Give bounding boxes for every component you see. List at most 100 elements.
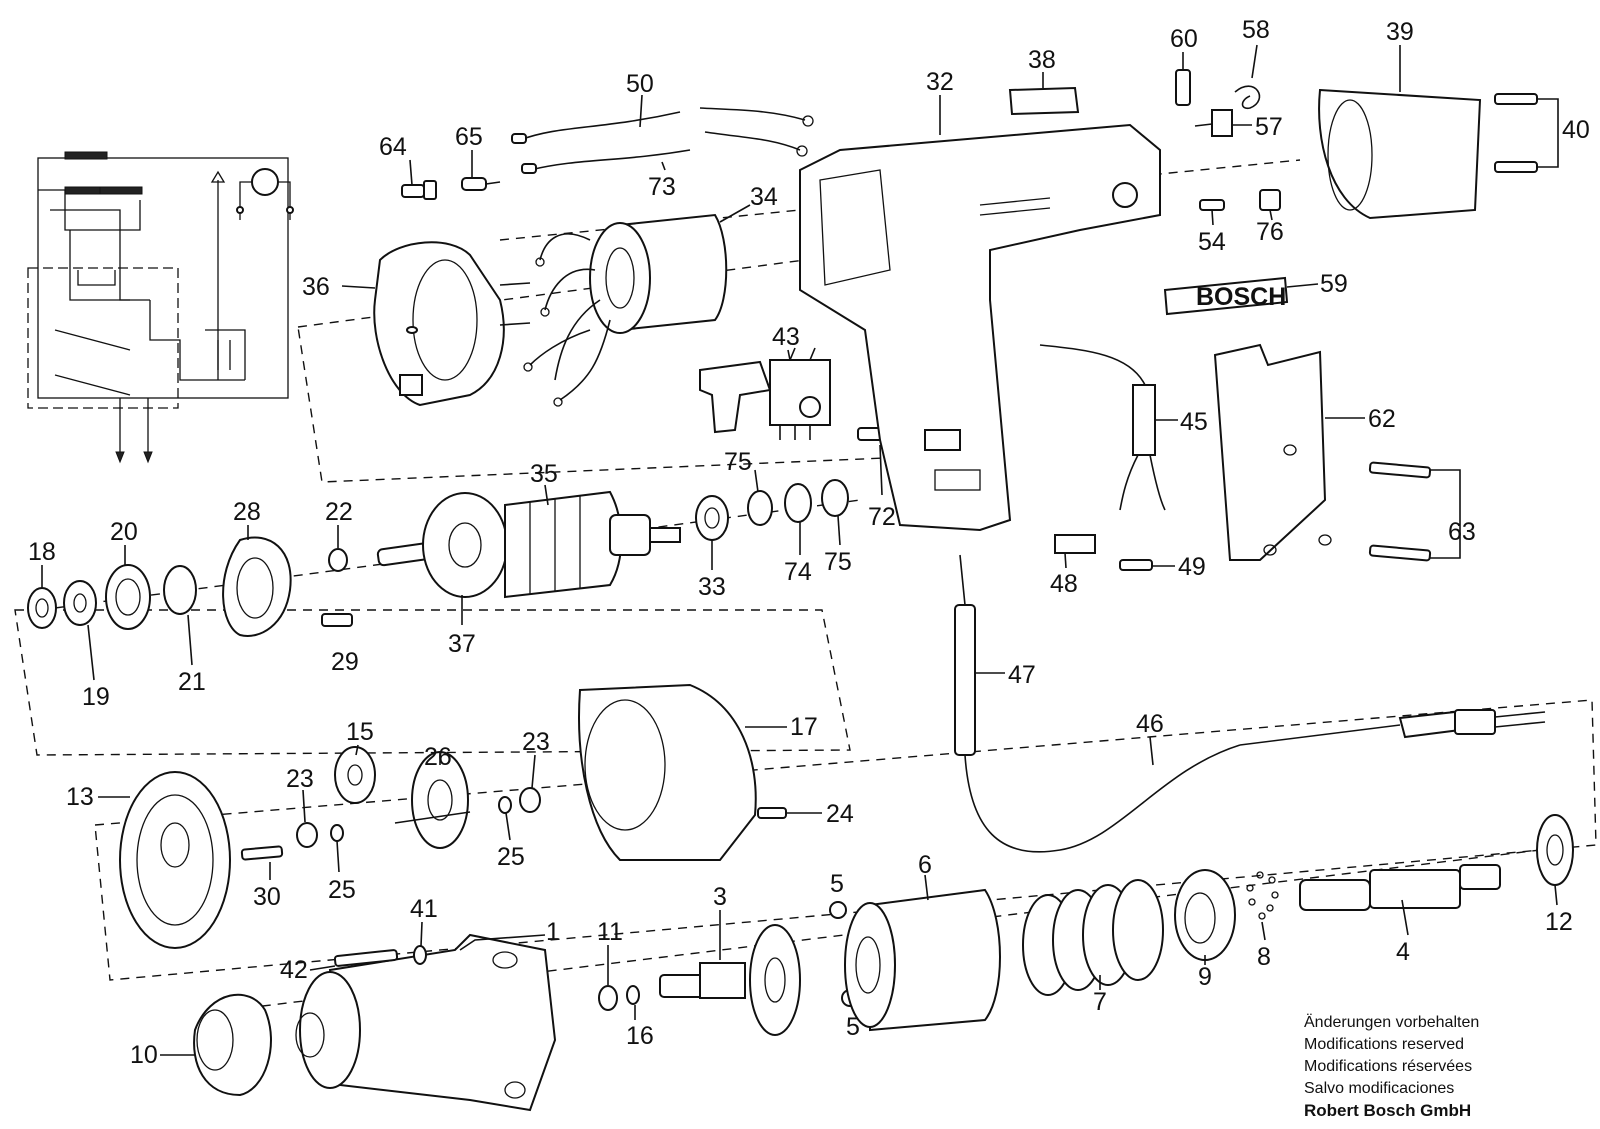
part-number-54: 54 — [1198, 228, 1226, 256]
part-number-33: 33 — [698, 573, 726, 601]
part-number-41: 41 — [410, 895, 438, 923]
part-42-screw — [333, 949, 399, 967]
part-number-34: 34 — [750, 183, 778, 211]
part-33-bearing — [695, 495, 729, 541]
part-36-brush-housing — [373, 241, 531, 407]
part-18-bearing — [27, 587, 57, 629]
part-number-7: 7 — [1093, 988, 1107, 1016]
part-12-bearing — [1536, 814, 1574, 886]
part-labels: 1 3 4 5 5 6 7 8 9 10 11 12 13 15 16 17 1… — [28, 16, 1590, 1069]
part-10-cap — [193, 993, 272, 1097]
part-17-gear-housing — [578, 683, 757, 861]
part-number-11: 11 — [597, 918, 623, 946]
part-number-35: 35 — [530, 460, 558, 488]
part-number-74: 74 — [784, 558, 812, 586]
part-number-45: 45 — [1180, 408, 1208, 436]
leader-36 — [341, 285, 376, 289]
leader-76 — [1269, 209, 1273, 221]
part-34-field-coil — [523, 213, 728, 407]
part-25-washer-b — [498, 796, 512, 814]
part-number-4: 4 — [1396, 938, 1410, 966]
part-number-15: 15 — [346, 718, 374, 746]
part-41-washer — [413, 945, 427, 965]
leader-23b — [531, 754, 536, 789]
part-29-spring — [321, 613, 353, 627]
part-45-suppressor — [1039, 344, 1166, 511]
part-19-washer — [63, 580, 97, 626]
wire-set — [511, 107, 814, 174]
part-number-64: 64 — [379, 133, 407, 161]
part-43-switch — [699, 347, 831, 440]
part-number-63: 63 — [1448, 518, 1476, 546]
part-21-circlip — [163, 565, 197, 615]
part-3-drive-shaft — [659, 924, 801, 1036]
part-35-armature — [376, 490, 681, 599]
part-38-label — [1008, 86, 1080, 116]
part-75-washer-b — [821, 479, 849, 517]
leader-46 — [1149, 736, 1154, 766]
leader-73 — [661, 161, 666, 171]
part-number-36: 36 — [302, 273, 330, 301]
leader-41 — [420, 921, 423, 947]
leader-1 — [459, 934, 546, 951]
assembly-frame-bearing — [14, 609, 851, 756]
part-number-32: 32 — [926, 68, 954, 96]
part-number-21: 21 — [178, 668, 206, 696]
leader-25b — [505, 812, 511, 841]
part-number-40: 40 — [1562, 116, 1590, 144]
leader-23a — [302, 789, 306, 823]
leader-4 — [1401, 899, 1409, 936]
part-16-washer — [626, 985, 640, 1005]
part-47-cable-sleeve — [954, 554, 976, 756]
part-number-46: 46 — [1136, 710, 1164, 738]
part-number-9: 9 — [1198, 963, 1212, 991]
part-22-bushing — [328, 548, 348, 572]
part-63-screws — [1368, 461, 1432, 562]
leader-75a — [754, 469, 759, 493]
part-number-13: 13 — [66, 783, 94, 811]
leader-40 — [1537, 98, 1559, 168]
part-26-gear — [394, 751, 471, 849]
part-54-screw — [1199, 199, 1225, 211]
part-number-24: 24 — [826, 800, 854, 828]
part-number-50: 50 — [626, 70, 654, 98]
part-25-washer-a — [330, 824, 344, 842]
part-number-5-lower: 5 — [846, 1013, 860, 1041]
part-number-12: 12 — [1545, 908, 1573, 936]
part-62-handle-shell — [1213, 343, 1332, 561]
part-30-pin — [240, 845, 284, 861]
leader-8 — [1261, 921, 1266, 941]
part-76-terminal — [1259, 189, 1281, 211]
part-number-76: 76 — [1256, 218, 1284, 246]
part-number-65: 65 — [455, 123, 483, 151]
part-number-23-right: 23 — [522, 728, 550, 756]
part-number-57: 57 — [1255, 113, 1283, 141]
part-8-balls — [1246, 871, 1279, 920]
part-number-73: 73 — [648, 173, 676, 201]
part-number-25-left: 25 — [328, 876, 356, 904]
part-number-8: 8 — [1257, 943, 1271, 971]
part-number-39: 39 — [1386, 18, 1414, 46]
part-number-47: 47 — [1008, 661, 1036, 689]
leader-72 — [879, 444, 883, 496]
notes-block: Änderungen vorbehalten Modifications res… — [1304, 1012, 1594, 1122]
leader-43 — [787, 349, 791, 361]
leader-12 — [1554, 884, 1558, 906]
part-number-62: 62 — [1368, 405, 1396, 433]
part-number-23-left: 23 — [286, 765, 314, 793]
connector-64 — [401, 180, 437, 200]
assembly-frame-gear — [94, 699, 1597, 981]
part-32-motor-housing — [799, 123, 1161, 532]
part-number-26: 26 — [424, 743, 452, 771]
part-number-48: 48 — [1050, 570, 1078, 598]
part-number-60: 60 — [1170, 25, 1198, 53]
part-9-clutch-disc — [1174, 869, 1236, 961]
part-number-29: 29 — [331, 648, 359, 676]
part-number-42: 42 — [280, 956, 308, 984]
note-line-de: Änderungen vorbehalten — [1304, 1014, 1480, 1031]
part-49-screw — [1119, 559, 1153, 571]
part-number-72: 72 — [868, 503, 896, 531]
leader-75b — [837, 515, 841, 546]
company-name: Robert Bosch GmbH — [1304, 1101, 1472, 1120]
part-15-pinion — [334, 746, 376, 804]
